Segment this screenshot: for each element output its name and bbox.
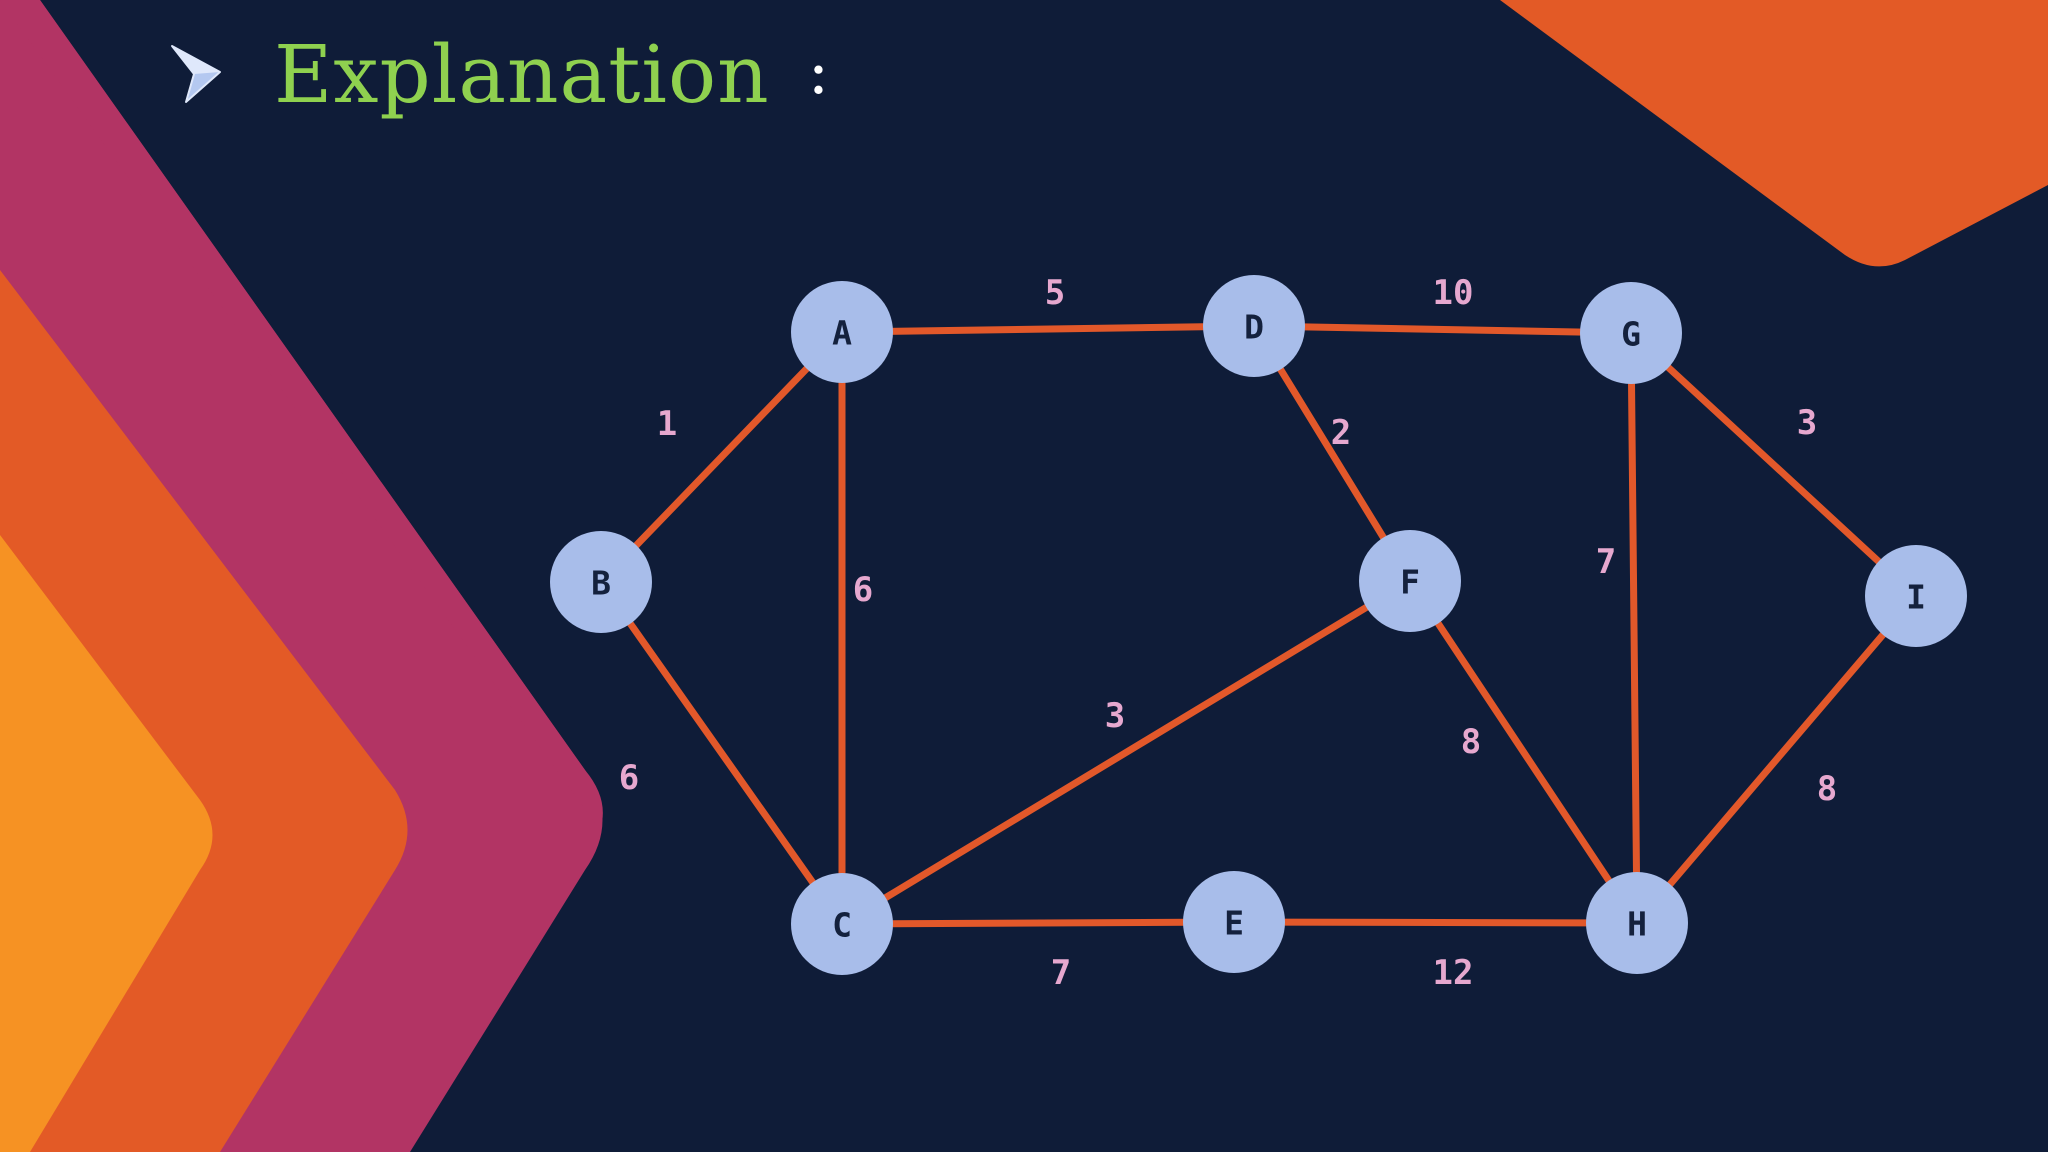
- edge-weight-b-c: 6: [619, 758, 639, 798]
- edge-e-h: [1230, 918, 1641, 927]
- edge-f-c: [838, 577, 1414, 928]
- edge-b-c: [597, 578, 846, 928]
- node-circle: [550, 531, 652, 633]
- node-circle: [791, 873, 893, 975]
- edge-weight-g-i: 3: [1797, 403, 1817, 443]
- yellow-chevron-shape: [0, 535, 213, 1152]
- edge-c-e: [838, 918, 1238, 928]
- node-label: E: [1224, 904, 1244, 943]
- node-circle: [791, 281, 893, 383]
- graph-node-c: C: [791, 873, 893, 975]
- graph-nodes: A B C D E F G H I: [550, 275, 1967, 975]
- node-circle: [1580, 282, 1682, 384]
- edge-f-h: [1406, 577, 1641, 927]
- graph-node-e: E: [1183, 871, 1285, 973]
- edge-weight-g-h: 7: [1596, 542, 1616, 582]
- node-label: D: [1244, 308, 1264, 347]
- edge-weight-d-f: 2: [1331, 413, 1351, 453]
- graph-node-a: A: [791, 281, 893, 383]
- magenta-chevron-top: [0, 0, 603, 830]
- edge-weight-e-h: 12: [1433, 953, 1474, 993]
- edge-a-b: [597, 328, 846, 586]
- node-circle: [1183, 871, 1285, 973]
- edge-weight-a-b: 1: [657, 404, 677, 444]
- edge-g-h: [1627, 329, 1641, 927]
- node-circle: [1586, 872, 1688, 974]
- graph-node-d: D: [1203, 275, 1305, 377]
- graph-node-b: B: [550, 531, 652, 633]
- edge-weight-a-c: 6: [853, 570, 873, 610]
- edge-weight-i-h: 8: [1817, 769, 1837, 809]
- edge-a-d: [838, 322, 1258, 336]
- node-label: H: [1627, 905, 1647, 944]
- node-label: A: [832, 314, 852, 353]
- edge-d-g: [1250, 322, 1635, 337]
- graph-node-g: G: [1580, 282, 1682, 384]
- edge-weight-c-e: 7: [1051, 953, 1071, 993]
- edge-weight-f-h: 8: [1461, 722, 1481, 762]
- node-label: I: [1906, 578, 1926, 617]
- node-circle: [1203, 275, 1305, 377]
- graph-edges: [597, 322, 1920, 928]
- slide-title-row: Explanation :: [168, 24, 829, 124]
- node-label: F: [1400, 563, 1420, 602]
- arrow-pointer-icon: [171, 45, 221, 103]
- slide-title: Explanation: [274, 27, 770, 121]
- node-circle: [1865, 545, 1967, 647]
- node-label: C: [832, 906, 852, 945]
- edge-weight-a-d: 5: [1045, 273, 1065, 313]
- edge-i-h: [1633, 592, 1920, 927]
- edge-weight-f-c: 3: [1105, 696, 1125, 736]
- node-label: G: [1621, 315, 1641, 354]
- edge-g-i: [1627, 329, 1920, 600]
- edge-weight-d-g: 10: [1433, 273, 1474, 313]
- graph-node-f: F: [1359, 530, 1461, 632]
- title-separator: :: [807, 35, 830, 109]
- graph-node-h: H: [1586, 872, 1688, 974]
- orange-corner-shape: [1500, 0, 2048, 267]
- node-label: B: [591, 564, 611, 603]
- graph-node-i: I: [1865, 545, 1967, 647]
- node-circle: [1359, 530, 1461, 632]
